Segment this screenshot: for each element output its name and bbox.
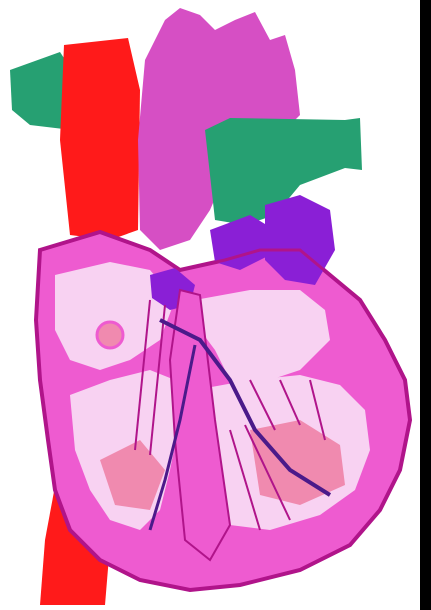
superior-vena-cava bbox=[60, 38, 140, 240]
fossa-ovalis bbox=[97, 322, 123, 348]
